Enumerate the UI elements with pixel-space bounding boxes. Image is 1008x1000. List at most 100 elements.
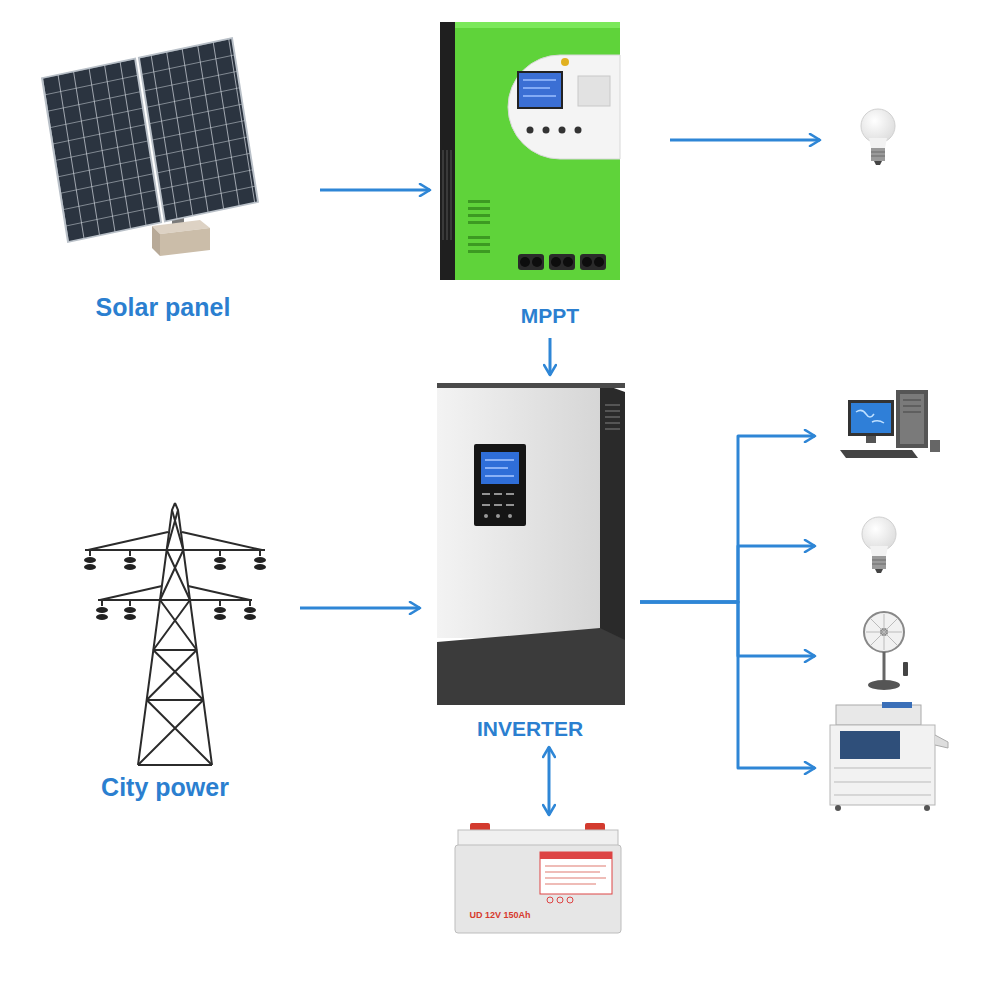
bulb-picture [861, 109, 895, 165]
bulb-picture [861, 109, 895, 143]
battery-picture [458, 830, 618, 846]
mppt-controller-picture [468, 200, 490, 203]
inverter-picture [508, 514, 512, 518]
mppt-controller-picture [468, 207, 490, 210]
insulator-symbol [214, 564, 226, 570]
city-power-node: City power [60, 495, 300, 810]
mppt-controller-picture [508, 55, 620, 159]
battery-picture [547, 897, 553, 903]
insulator-symbol [84, 564, 96, 570]
mppt-controller-picture [551, 257, 561, 267]
insulator-symbol [214, 557, 226, 563]
copier-picture [834, 768, 931, 795]
copier-picture [882, 702, 912, 708]
mppt-controller-picture [580, 254, 606, 270]
battery-picture [455, 823, 621, 933]
insulator-symbol [214, 614, 226, 620]
inverter-picture [437, 383, 625, 388]
mppt-controller-picture [468, 250, 490, 253]
mppt-node: MPPT [430, 15, 670, 338]
mppt-controller-picture [518, 254, 544, 270]
device-label: City power [101, 773, 229, 802]
mppt-controller-picture [455, 22, 620, 280]
inverter-picture [481, 452, 519, 484]
battery-picture [545, 866, 606, 884]
flow-arrow [640, 602, 815, 656]
bulb-picture [862, 517, 896, 573]
fan-picture [864, 612, 908, 690]
computer-picture [866, 436, 876, 443]
inverter-picture [605, 405, 620, 429]
flow-arrow [549, 338, 552, 375]
battery-picture [557, 897, 563, 903]
mppt-controller-picture [578, 76, 610, 106]
computer-picture [903, 400, 921, 412]
computer-picture [856, 410, 884, 423]
insulator-symbol [214, 607, 226, 613]
mppt-controller-picture [520, 257, 530, 267]
mppt-controller-picture [594, 257, 604, 267]
mppt-controller-picture [468, 214, 490, 217]
insulator-symbol [124, 614, 136, 620]
bulb-picture [870, 546, 888, 556]
flow-arrow [320, 189, 430, 192]
device-label: Solar panel [96, 293, 231, 322]
power-pylon-picture [90, 550, 260, 556]
insulator-symbol [124, 607, 136, 613]
inverter-picture [484, 514, 488, 518]
computer-picture [896, 390, 928, 448]
device-label: MPPT [521, 304, 579, 328]
bulb-picture [869, 138, 887, 148]
inverter-picture [437, 383, 600, 638]
fan-picture [868, 680, 900, 690]
mppt-controller-picture [468, 243, 490, 246]
power-pylon-picture [98, 586, 252, 600]
mppt-controller-picture [563, 257, 573, 267]
bulb-picture [875, 569, 883, 573]
mppt-controller-picture [582, 257, 592, 267]
flow-arrow [300, 607, 420, 610]
bulb-picture [862, 517, 896, 551]
mppt-controller-picture [543, 127, 550, 134]
battery-node: UD 12V 150Ah [440, 815, 640, 945]
flow-arrow [640, 436, 815, 602]
inverter-picture [496, 514, 500, 518]
computer-picture [840, 450, 918, 458]
solar-panel-picture [42, 38, 258, 256]
flow-arrow [640, 602, 815, 768]
mppt-controller-picture [523, 80, 556, 96]
computer-picture [900, 394, 924, 444]
battery-picture [540, 852, 612, 859]
computer-picture [851, 403, 891, 433]
inverter-picture [437, 628, 625, 705]
insulator-symbol [254, 564, 266, 570]
insulator-symbol [244, 614, 256, 620]
solar-panel-picture [139, 38, 258, 222]
insulator-symbol [84, 557, 96, 563]
insulator-symbol [124, 557, 136, 563]
bulb-picture [871, 148, 885, 161]
insulator-symbol [124, 564, 136, 570]
mppt-controller-picture [549, 254, 575, 270]
battery-picture [540, 852, 612, 894]
power-pylon-picture [85, 503, 265, 765]
copier-picture [830, 725, 935, 805]
battery-picture [567, 897, 573, 903]
device-label: INVERTER [477, 717, 583, 741]
mppt-controller-picture [527, 127, 534, 134]
flow-arrow [548, 747, 551, 815]
solar-panel-picture [42, 38, 258, 242]
bulb-picture [871, 152, 885, 156]
bulb-picture [872, 560, 886, 564]
power-pylon-picture [147, 650, 204, 700]
copier-picture [935, 735, 948, 748]
insulator-symbol [254, 557, 266, 563]
mppt-controller-picture [561, 58, 569, 66]
mppt-controller-picture [468, 236, 490, 239]
mppt-controller-picture [532, 257, 542, 267]
copier-node [815, 698, 955, 815]
fan-picture [883, 652, 886, 682]
power-pylon-picture [102, 600, 250, 606]
